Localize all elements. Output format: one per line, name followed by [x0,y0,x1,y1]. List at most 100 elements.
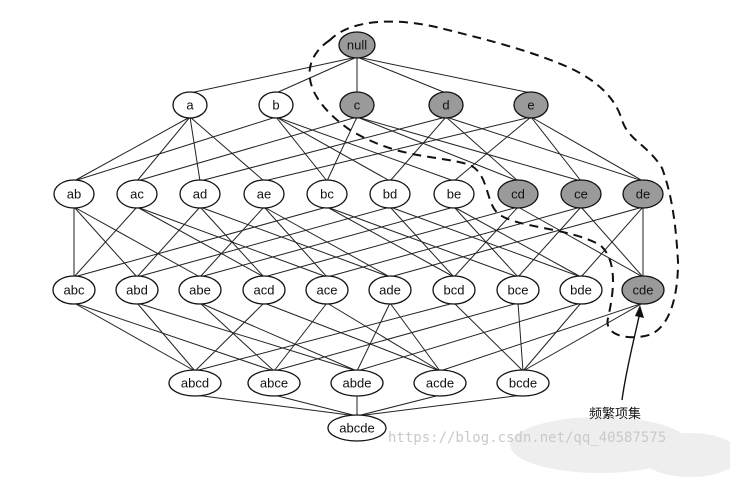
watermark-text: https://blog.csdn.net/qq_40587575 [388,430,666,446]
edge-de-bde [580,206,644,278]
node-label-abde: abde [343,376,372,391]
node-d: d [428,91,464,119]
edge-bc-abc [73,206,328,278]
node-shape-be [433,179,475,209]
node-ad: ad [179,179,221,209]
edge-bcd-bcde [453,302,524,372]
frequent-itemset-boundary [308,20,680,339]
node-label-bcd: bcd [444,283,465,298]
edge-abd-abcd [136,302,196,372]
node-shape-bc [306,179,348,209]
edge-ce-ace [326,206,582,278]
edge-acd-acde [263,302,441,372]
edge-e-be [453,116,532,182]
edge-null-e [356,56,532,94]
node-shape-bcd [432,275,476,305]
node-label-ad: ad [193,187,207,202]
node-label-cde: cde [633,283,654,298]
node-shape-abde [330,369,384,397]
edge-ad-abd [136,206,201,278]
node-shape-a [172,91,208,119]
edge-b-be [275,116,455,182]
node-shape-bce [496,275,540,305]
node-label-ade: ade [379,283,401,298]
node-cd: cd [497,179,539,209]
node-label-bcde: bcde [509,376,537,391]
node-abd: abd [115,275,159,305]
node-be: be [433,179,475,209]
edge-cd-cde [517,206,644,278]
edge-a-ae [189,116,265,182]
node-shape-abcd [168,369,222,397]
node-label-e: e [527,98,534,113]
edge-bd-bcd [389,206,455,278]
node-label-ae: ae [257,187,271,202]
edge-d-cd [445,116,519,182]
node-abde: abde [330,369,384,397]
edge-abcd-abcde [194,394,358,417]
legend-arrow [621,305,644,401]
node-shape-bcde [496,369,550,397]
node-acd: acd [242,275,286,305]
node-shape-ae [243,179,285,209]
edge-cd-acd [263,206,519,278]
node-label-abe: abe [189,283,211,298]
edge-abce-abcde [273,394,358,417]
node-e: e [513,91,549,119]
node-shape-abcde [327,414,387,442]
node-bde: bde [559,275,603,305]
node-label-ce: ce [574,187,588,202]
node-shape-bd [369,179,411,209]
node-b: b [258,91,294,119]
edge-null-b [275,56,358,94]
node-label-bde: bde [570,283,592,298]
node-bcd: bcd [432,275,476,305]
edge-a-ac [136,116,191,182]
node-bcde: bcde [496,369,550,397]
node-abcde: abcde [327,414,387,442]
node-label-acd: acd [254,283,275,298]
edge-ade-acde [389,302,441,372]
node-label-abcde: abcde [339,421,374,436]
node-shape-abc [52,275,96,305]
node-shape-ac [116,179,158,209]
node-shape-b [258,91,294,119]
node-shape-bde [559,275,603,305]
node-label-a: a [186,98,194,113]
node-label-abd: abd [126,283,148,298]
node-label-ab: ab [67,187,81,202]
edge-ade-abde [356,302,391,372]
node-abce: abce [247,369,301,397]
node-label-abcd: abcd [181,376,209,391]
node-shape-e [513,91,549,119]
edge-abe-abde [199,302,358,372]
edge-d-de [445,116,644,182]
edge-c-ac [136,116,358,182]
edge-b-ab [73,116,277,182]
node-null: null [338,31,376,59]
node-bc: bc [306,179,348,209]
node-ce: ce [560,179,602,209]
node-label-b: b [272,98,279,113]
edge-cde-bcde [522,302,644,372]
edge-cde-acde [439,302,644,372]
node-abcd: abcd [168,369,222,397]
edge-abd-abde [136,302,358,372]
node-label-de: de [636,187,650,202]
edge-b-bc [275,116,328,182]
edge-ace-abce [273,302,328,372]
node-shape-ace [305,275,349,305]
node-shape-abe [178,275,222,305]
edge-ac-abc [73,206,138,278]
edge-bcd-abcd [194,302,455,372]
edge-null-a [189,56,358,94]
node-label-bd: bd [383,187,397,202]
edge-b-bd [275,116,391,182]
edge-ace-acde [326,302,441,372]
node-ade: ade [368,275,412,305]
node-label-abc: abc [64,283,85,298]
node-abc: abc [52,275,96,305]
node-shape-acd [242,275,286,305]
